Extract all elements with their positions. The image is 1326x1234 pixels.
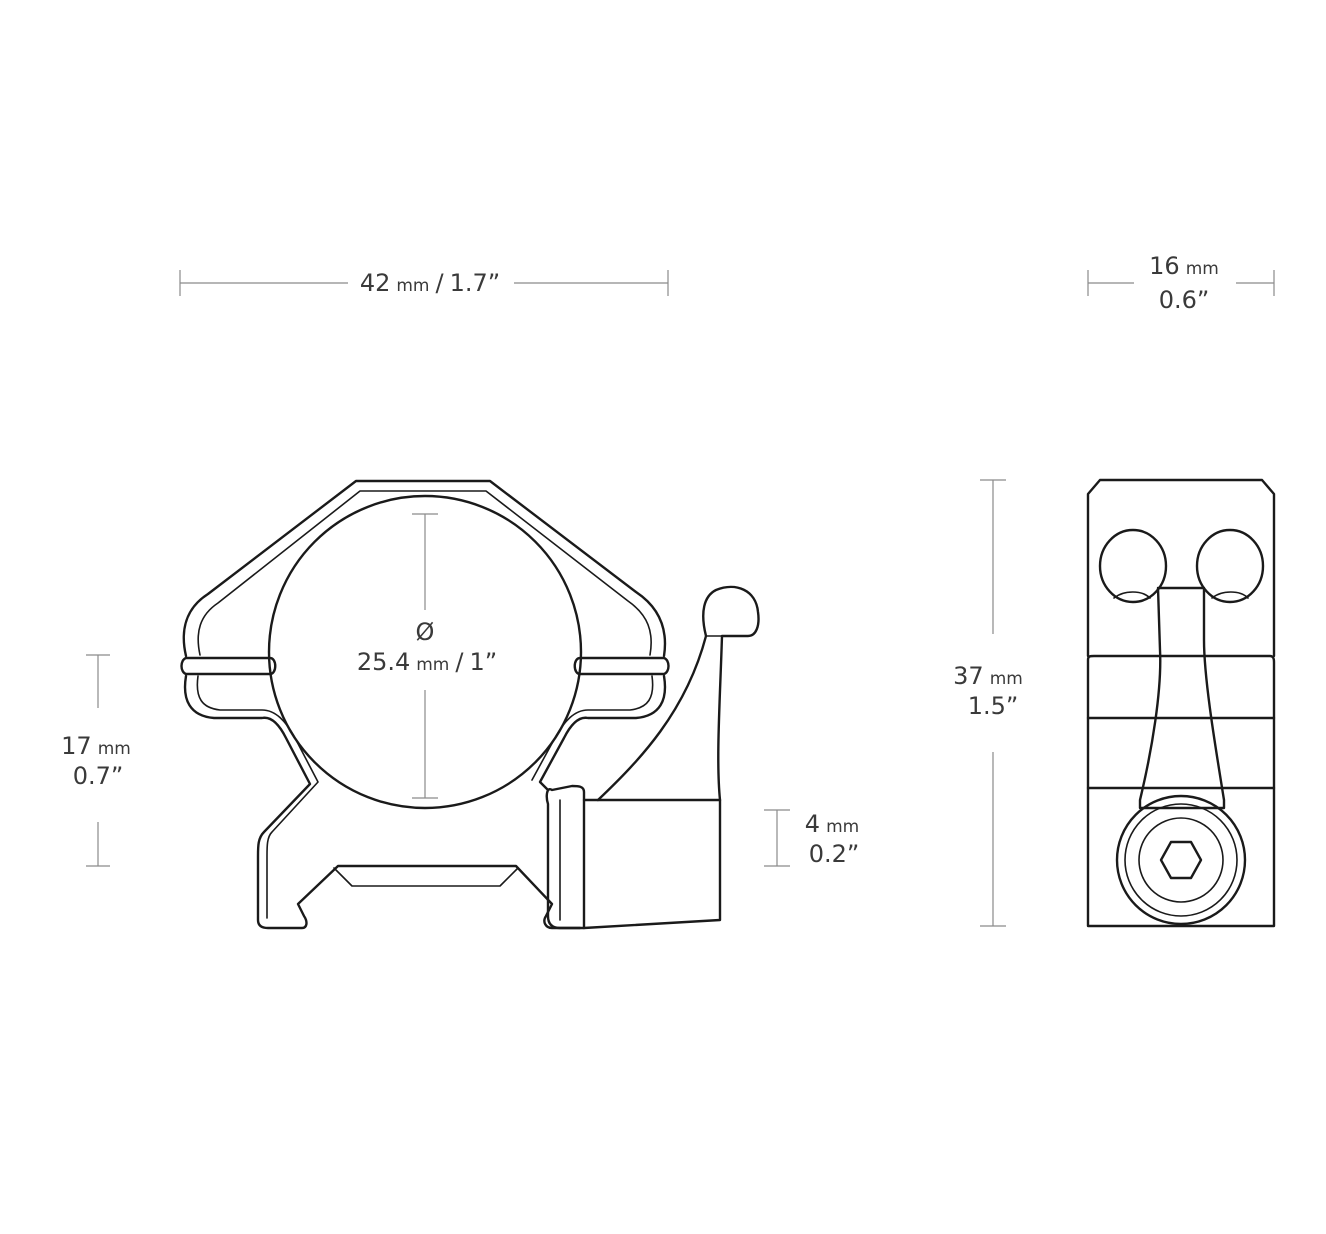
diameter-symbol: Ø	[416, 618, 435, 646]
clamp-knob-outer	[1115, 794, 1247, 926]
dim-center-height-inch: 0.7”	[73, 762, 124, 790]
ring-body-left	[183, 674, 582, 930]
split-band-left	[180, 656, 277, 676]
dim-base-height-inch: 0.2”	[809, 840, 860, 868]
clamp-knob-ring	[1124, 803, 1238, 917]
ring-cap-outline	[182, 479, 667, 658]
side-base-block	[1086, 786, 1276, 928]
lever-arm	[596, 585, 760, 802]
front-view	[180, 479, 760, 930]
side-split-band	[1086, 654, 1276, 720]
side-cap-block	[1086, 478, 1276, 658]
clamp-knob-inner	[1138, 817, 1224, 903]
screw-hole-right	[1195, 528, 1265, 604]
side-lever-arm	[1138, 586, 1226, 810]
hex-socket-icon	[1159, 840, 1203, 880]
ring-cap-inner-outline	[197, 490, 652, 656]
screw-hole-left	[1098, 528, 1168, 604]
clamp-plate	[545, 784, 586, 930]
dim-width-side-inch: 0.6”	[1159, 286, 1210, 314]
lever-block	[582, 798, 722, 930]
dim-total-height-inch: 1.5”	[968, 692, 1019, 720]
scope-tube-circle	[267, 494, 583, 810]
rail-slot	[333, 867, 519, 887]
ring-body-right	[538, 674, 667, 792]
side-view	[1086, 478, 1276, 928]
split-band-right	[573, 656, 670, 676]
ring-body-left-inner	[196, 675, 319, 919]
